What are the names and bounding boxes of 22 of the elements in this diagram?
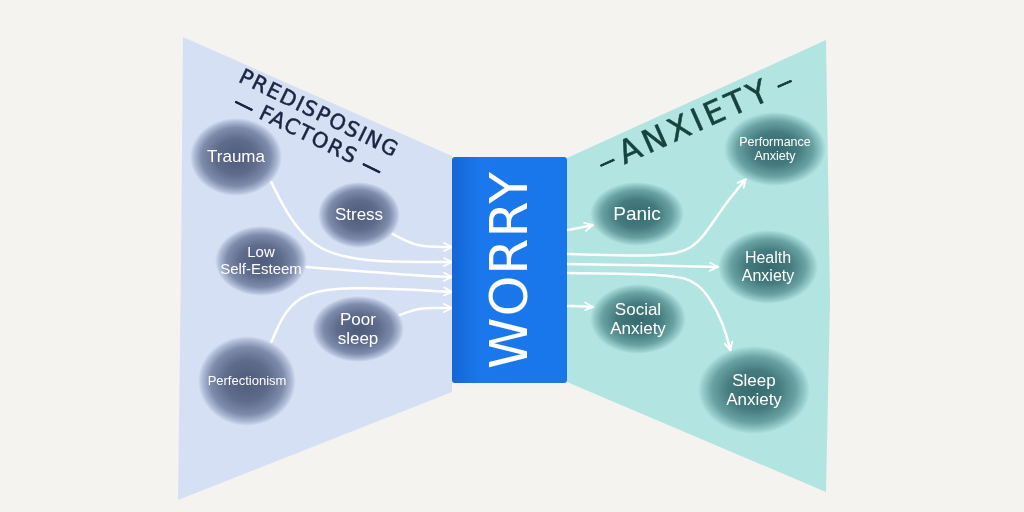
flow-arrow [565,301,595,312]
flow-arrow [305,265,454,282]
flow-arrow [565,261,720,272]
cloud-label: Perfectionism [207,373,287,389]
flow-arrow [270,180,454,267]
flow-arrow [565,222,595,232]
trapezoid-panel [567,38,830,494]
cloud-label: Low Self-Esteem [219,244,303,278]
flow-arrow [270,286,454,344]
trapezoid-panel [178,34,452,502]
flow-arrow [398,303,454,317]
cloud-label: Sleep Anxiety [725,370,783,410]
cloud-label: Health Anxiety [740,249,796,285]
cloud-label: Stress [334,205,384,225]
node-label: WORRY [483,171,536,369]
flow-arrow [565,271,734,352]
flow-arrow [391,232,454,252]
cloud-label: Social Anxiety [609,299,667,339]
process-box [452,157,567,383]
cloud-label: Panic [613,203,661,225]
cloud-label: Poor sleep [336,309,380,349]
flow-arrow [565,178,747,257]
